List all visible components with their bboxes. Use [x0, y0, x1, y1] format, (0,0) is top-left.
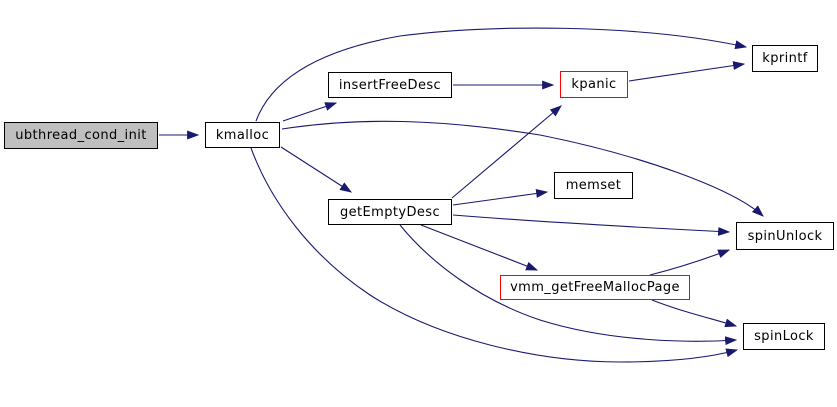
edge-kmalloc-insertFreeDesc	[282, 102, 338, 122]
node-spinUnlock[interactable]: spinUnlock	[736, 222, 834, 250]
node-kpanic[interactable]: kpanic	[560, 71, 628, 98]
edge-getEmptyDesc-memset	[452, 189, 549, 206]
node-ubthread_cond_init: ubthread_cond_init	[4, 122, 158, 149]
edge-vmm_getFreeMallocPage-spinUnlock	[649, 249, 731, 276]
edge-getEmptyDesc-kpanic	[451, 105, 562, 199]
node-label: kmalloc	[215, 127, 270, 143]
node-spinLock[interactable]: spinLock	[743, 323, 825, 350]
node-label: memset	[565, 178, 622, 193]
node-label: spinLock	[754, 329, 814, 344]
node-vmm_getFreeMallocPage[interactable]: vmm_getFreeMallocPage	[500, 275, 690, 300]
node-label: kpanic	[571, 77, 617, 92]
edge-vmm_getFreeMallocPage-spinLock	[651, 299, 738, 328]
node-kmalloc[interactable]: kmalloc	[205, 122, 280, 148]
edge-getEmptyDesc-vmm_getFreeMallocPage	[420, 224, 539, 271]
node-label: spinUnlock	[747, 228, 823, 244]
node-label: insertFreeDesc	[338, 77, 442, 93]
edge-kmalloc-kprintf	[255, 27, 748, 122]
edge-kmalloc-getEmptyDesc	[280, 146, 353, 193]
edge-kpanic-kprintf	[628, 61, 746, 82]
edge-getEmptyDesc-spinUnlock	[452, 214, 731, 236]
edge-getEmptyDesc-spinLock	[399, 224, 738, 346]
node-label: ubthread_cond_init	[15, 128, 147, 143]
edge-kmalloc-spinLock	[250, 147, 739, 363]
node-label: kprintf	[762, 51, 808, 66]
edge-kmalloc-spinUnlock	[281, 120, 764, 217]
node-kprintf[interactable]: kprintf	[752, 45, 818, 72]
node-memset[interactable]: memset	[554, 172, 633, 199]
node-label: vmm_getFreeMallocPage	[510, 280, 680, 295]
node-getEmptyDesc[interactable]: getEmptyDesc	[328, 199, 452, 225]
node-label: getEmptyDesc	[340, 204, 440, 220]
node-insertFreeDesc[interactable]: insertFreeDesc	[328, 72, 452, 98]
